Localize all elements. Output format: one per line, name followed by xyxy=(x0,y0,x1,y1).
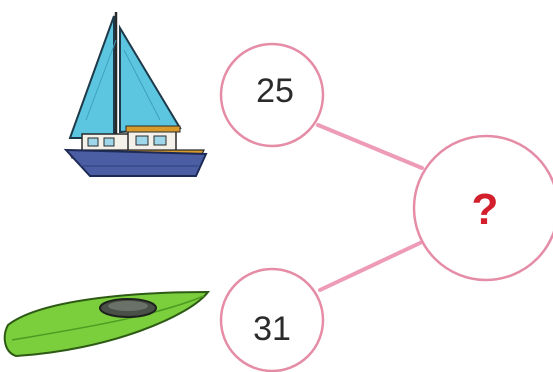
bubble-top-number: 25 xyxy=(215,72,335,111)
sailboat-picture xyxy=(66,12,206,176)
question-mark: ? xyxy=(430,185,540,235)
bubble-bottom-number: 31 xyxy=(212,310,332,349)
connector-bottom xyxy=(320,243,420,290)
kayak-picture xyxy=(5,292,208,356)
connector-top xyxy=(318,125,422,168)
